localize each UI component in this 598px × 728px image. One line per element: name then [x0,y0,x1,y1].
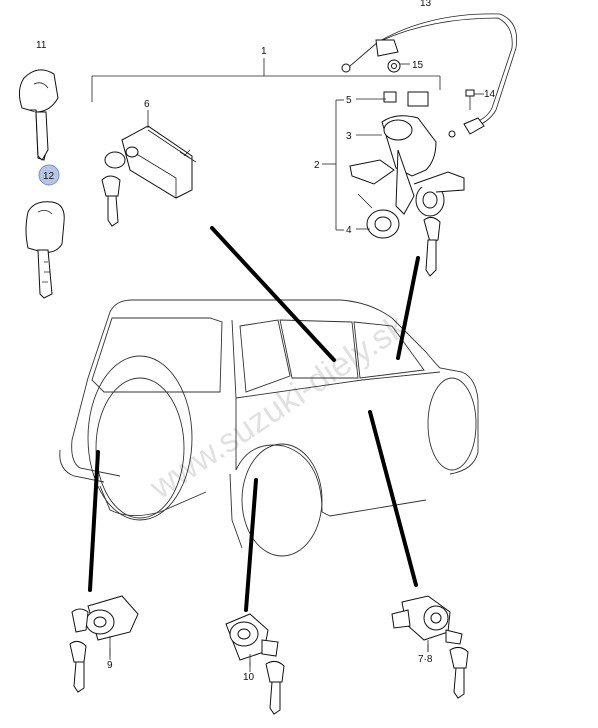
part-14-screw [465,89,475,110]
label-9: 9 [107,660,113,671]
leader-lines [109,63,484,672]
label-14: 14 [484,89,496,100]
vehicle-outline [59,299,479,557]
watermark-text: www.suzuki-diely.sk [142,307,413,507]
part-15-nut [387,59,401,73]
part-10-lock [225,613,285,715]
assembly-bracket-1 [91,58,441,102]
label-7-8: 7·8 [418,654,433,665]
label-13: 13 [420,0,432,9]
assembly-bracket-2 [322,99,344,231]
label-3: 3 [346,131,352,142]
label-1: 1 [261,46,267,57]
label-12: 12 [43,171,55,182]
key-12 [25,201,65,299]
label-4: 4 [346,225,352,236]
key-11 [18,69,59,161]
label-2: 2 [314,160,320,171]
label-5: 5 [346,95,352,106]
cable-13 [341,13,518,138]
part-7-8-lock [391,595,469,699]
part-9-lock [69,595,139,693]
pointer-lines [88,226,420,612]
label-15: 15 [412,60,424,71]
highlight-circle-12 [38,164,60,186]
label-6: 6 [144,99,150,110]
ignition-switch-assembly [349,91,465,277]
part-6-lock [101,125,197,227]
label-10: 10 [243,672,255,683]
label-11: 11 [36,40,47,51]
